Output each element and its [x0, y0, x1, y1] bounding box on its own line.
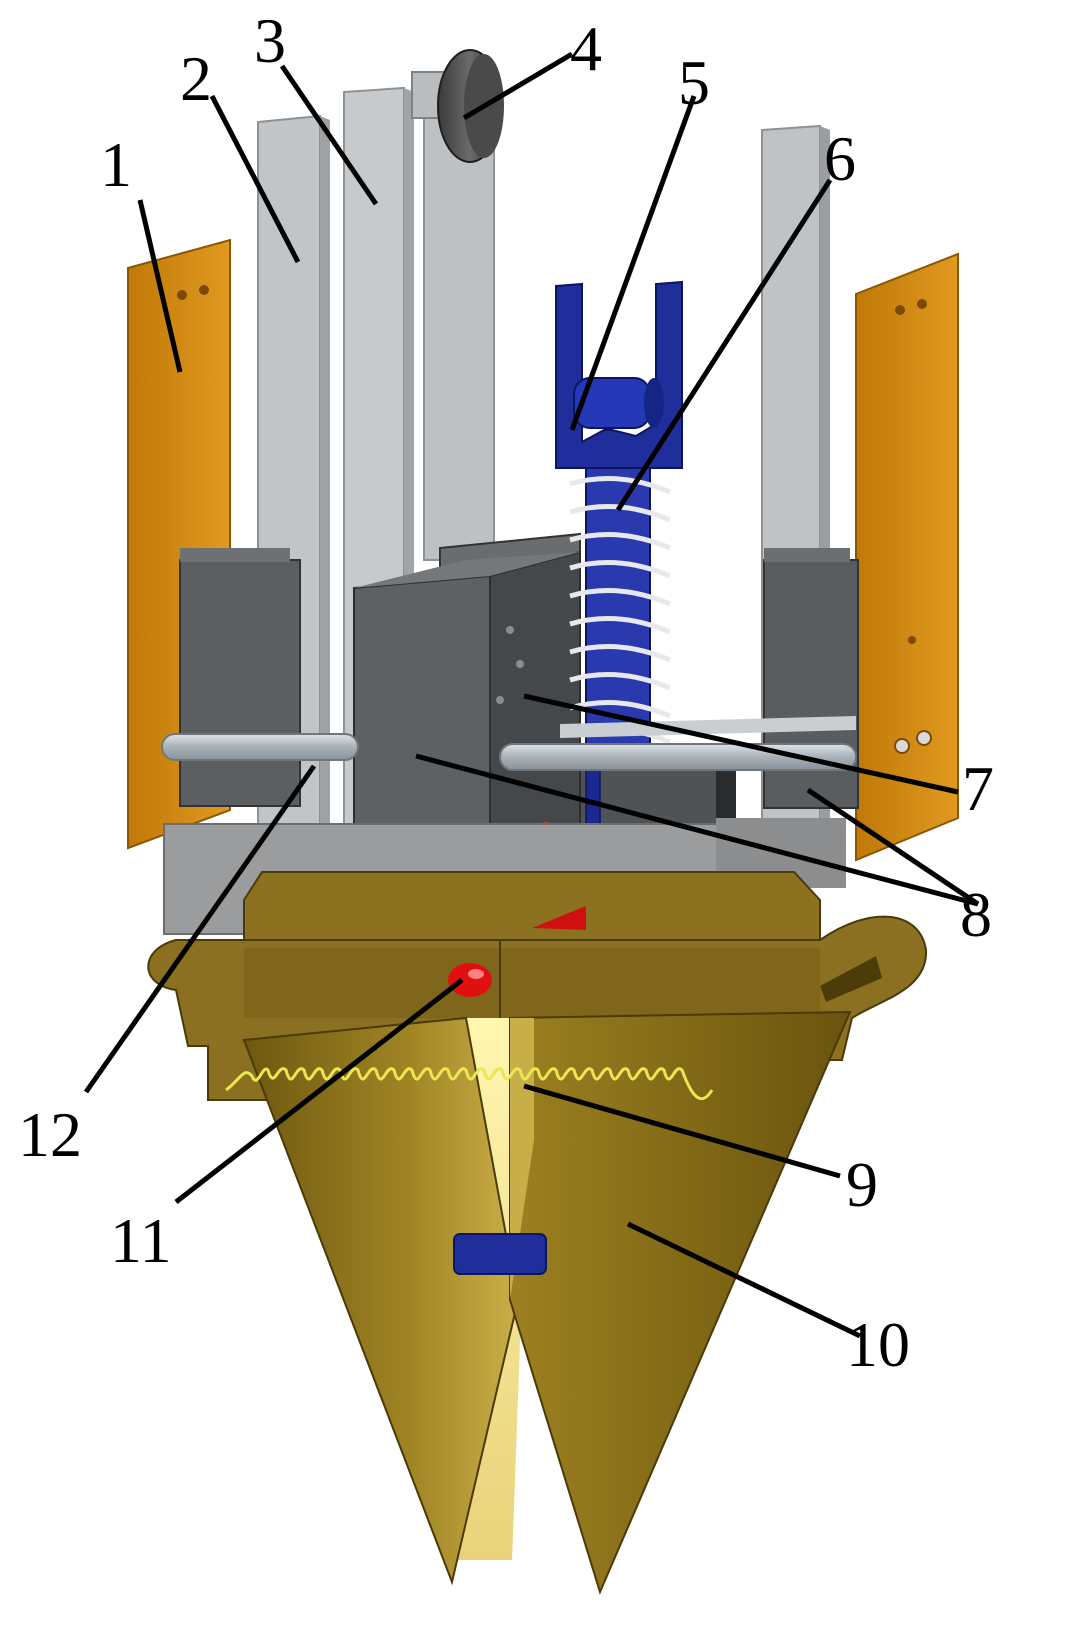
leader-6 — [615, 178, 833, 512]
orange-side-plate-right — [855, 252, 959, 862]
leader-12 — [83, 764, 317, 1094]
label-1: 1 — [100, 129, 132, 200]
dark-gray-blocks — [179, 532, 859, 901]
leader-9 — [523, 1083, 841, 1179]
label-7: 7 — [962, 753, 994, 824]
part-number-labels: 1 2 3 4 5 6 7 8 9 10 11 12 — [18, 5, 994, 1380]
leader-4 — [462, 51, 574, 121]
label-3: 3 — [254, 5, 286, 76]
label-12: 12 — [18, 1099, 82, 1170]
leader-1 — [137, 199, 183, 373]
leader-lines — [83, 51, 980, 1339]
leader-8a — [415, 753, 979, 907]
label-6: 6 — [824, 123, 856, 194]
leader-5 — [569, 95, 697, 431]
gripper-cones — [242, 1010, 852, 1595]
leader-7 — [523, 693, 959, 795]
label-11: 11 — [110, 1205, 172, 1276]
label-2: 2 — [180, 43, 212, 114]
label-4: 4 — [570, 13, 602, 84]
leader-10 — [626, 1221, 862, 1339]
leader-2 — [209, 94, 301, 264]
leader-3 — [279, 64, 379, 206]
leader-8b — [806, 787, 980, 907]
label-8: 8 — [960, 879, 992, 950]
label-10: 10 — [846, 1309, 910, 1380]
label-5: 5 — [678, 47, 710, 118]
yellow-coil-spring — [225, 1067, 714, 1101]
label-9: 9 — [846, 1149, 878, 1220]
leader-11 — [174, 978, 464, 1204]
